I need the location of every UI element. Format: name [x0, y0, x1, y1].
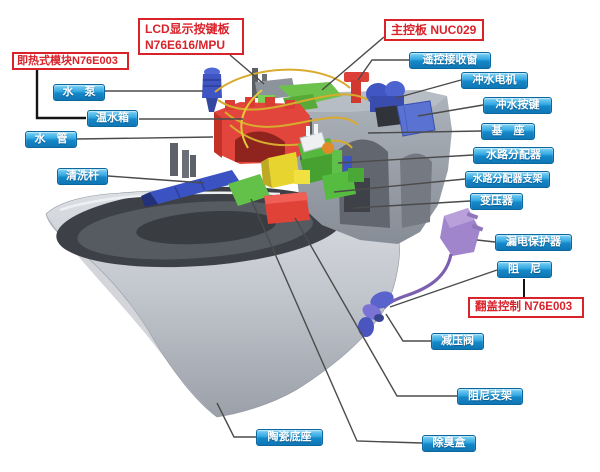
water-pump-part — [202, 67, 222, 112]
label-deodorant-box: 除臭盒 — [422, 435, 476, 452]
label-leakage-protector: 漏电保护器 — [495, 234, 572, 251]
label-base: 基 座 — [481, 123, 535, 140]
leader-lines — [35, 36, 525, 444]
valve-block-parts — [261, 152, 364, 224]
label-flush-motor: 冲水电机 — [461, 72, 528, 89]
flush-motor-part — [366, 81, 405, 127]
label-remote-receiver: 遥控接收窗 — [409, 52, 491, 69]
label-water-distributor-bracket: 水路分配器支架 — [465, 171, 550, 188]
label-cleaning-rod: 清洗杆 — [57, 168, 108, 185]
label-damper: 阻 尼 — [497, 261, 552, 278]
heater-tank-part — [214, 97, 310, 164]
label-water-pipe: 水 管 — [25, 131, 77, 148]
cleaning-wand-part — [141, 170, 270, 207]
label-water-pump: 水 泵 — [53, 84, 105, 101]
label-ceramic-base: 陶瓷底座 — [256, 429, 323, 446]
callout-flip-control: 翻盖控制 N76E003 — [468, 297, 584, 318]
callout-instant-heater: 即热式模块N76E003 — [12, 52, 129, 70]
damper-part — [358, 291, 394, 337]
label-flush-button: 冲水按键 — [483, 97, 552, 114]
label-water-distributor: 水路分配器 — [473, 147, 554, 164]
callout-main-board: 主控板 NUC029 — [384, 19, 484, 41]
callout-lcd-line2: N76E616/MPU — [145, 37, 226, 52]
label-warm-water-tank: 温水箱 — [87, 110, 138, 127]
flush-button-part — [396, 100, 436, 137]
callout-lcd-line1: LCD显示按键板 — [145, 21, 230, 36]
main-handle-part — [344, 72, 369, 103]
callout-lcd-board: LCD显示按键板 N76E616/MPU — [138, 18, 244, 55]
label-damper-bracket: 阻尼支架 — [457, 388, 523, 405]
label-pressure-relief-valve: 减压阀 — [431, 333, 484, 350]
label-transformer: 变压器 — [470, 193, 523, 210]
